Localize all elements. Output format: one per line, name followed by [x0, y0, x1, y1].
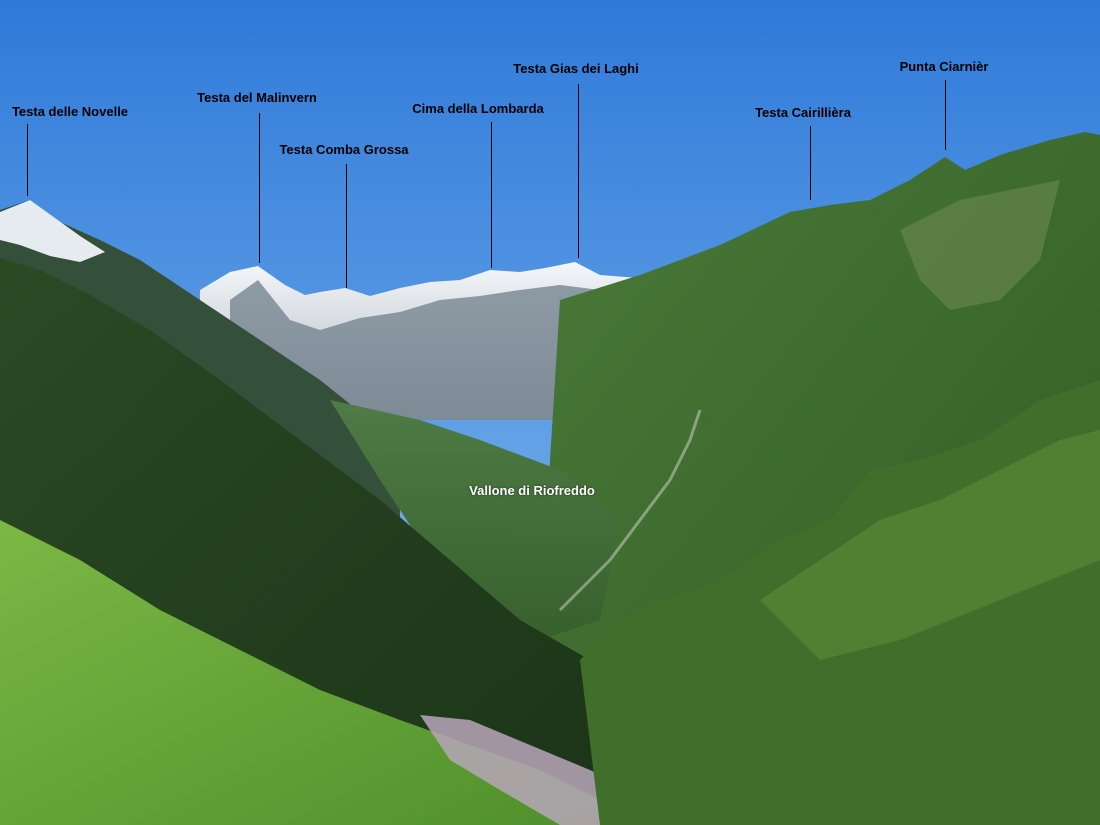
valley-label: Vallone di Riofreddo	[469, 483, 595, 498]
waterfall-streak	[558, 409, 702, 612]
leader-line-testa-comba-grossa	[346, 164, 347, 288]
leader-line-testa-gias-dei-laghi	[578, 84, 579, 258]
leader-line-testa-del-malinvern	[259, 113, 260, 263]
peak-label-testa-del-malinvern: Testa del Malinvern	[197, 90, 317, 105]
valley-floor	[330, 400, 620, 640]
distant-ridge-rock	[230, 280, 620, 420]
left-far-snow	[0, 200, 105, 262]
peak-label-testa-comba-grossa: Testa Comba Grossa	[279, 142, 409, 157]
peak-label-punta-ciarnier: Punta Ciarnièr	[899, 59, 989, 74]
peak-label-testa-cairilliera: Testa Cairillièra	[755, 105, 851, 120]
peak-label-testa-gias-dei-laghi: Testa Gias dei Laghi	[513, 61, 639, 76]
leader-line-testa-cairilliera	[810, 126, 811, 200]
leader-line-punta-ciarnier	[945, 80, 946, 150]
peak-label-cima-della-lombarda: Cima della Lombarda	[412, 101, 544, 116]
leader-line-cima-della-lombarda	[491, 122, 492, 268]
right-slope-rock-patches	[900, 180, 1060, 310]
leader-line-testa-delle-novelle	[27, 124, 28, 196]
foreground-trees-highlights	[760, 430, 1100, 660]
peak-label-testa-delle-novelle: Testa delle Novelle	[11, 104, 129, 119]
